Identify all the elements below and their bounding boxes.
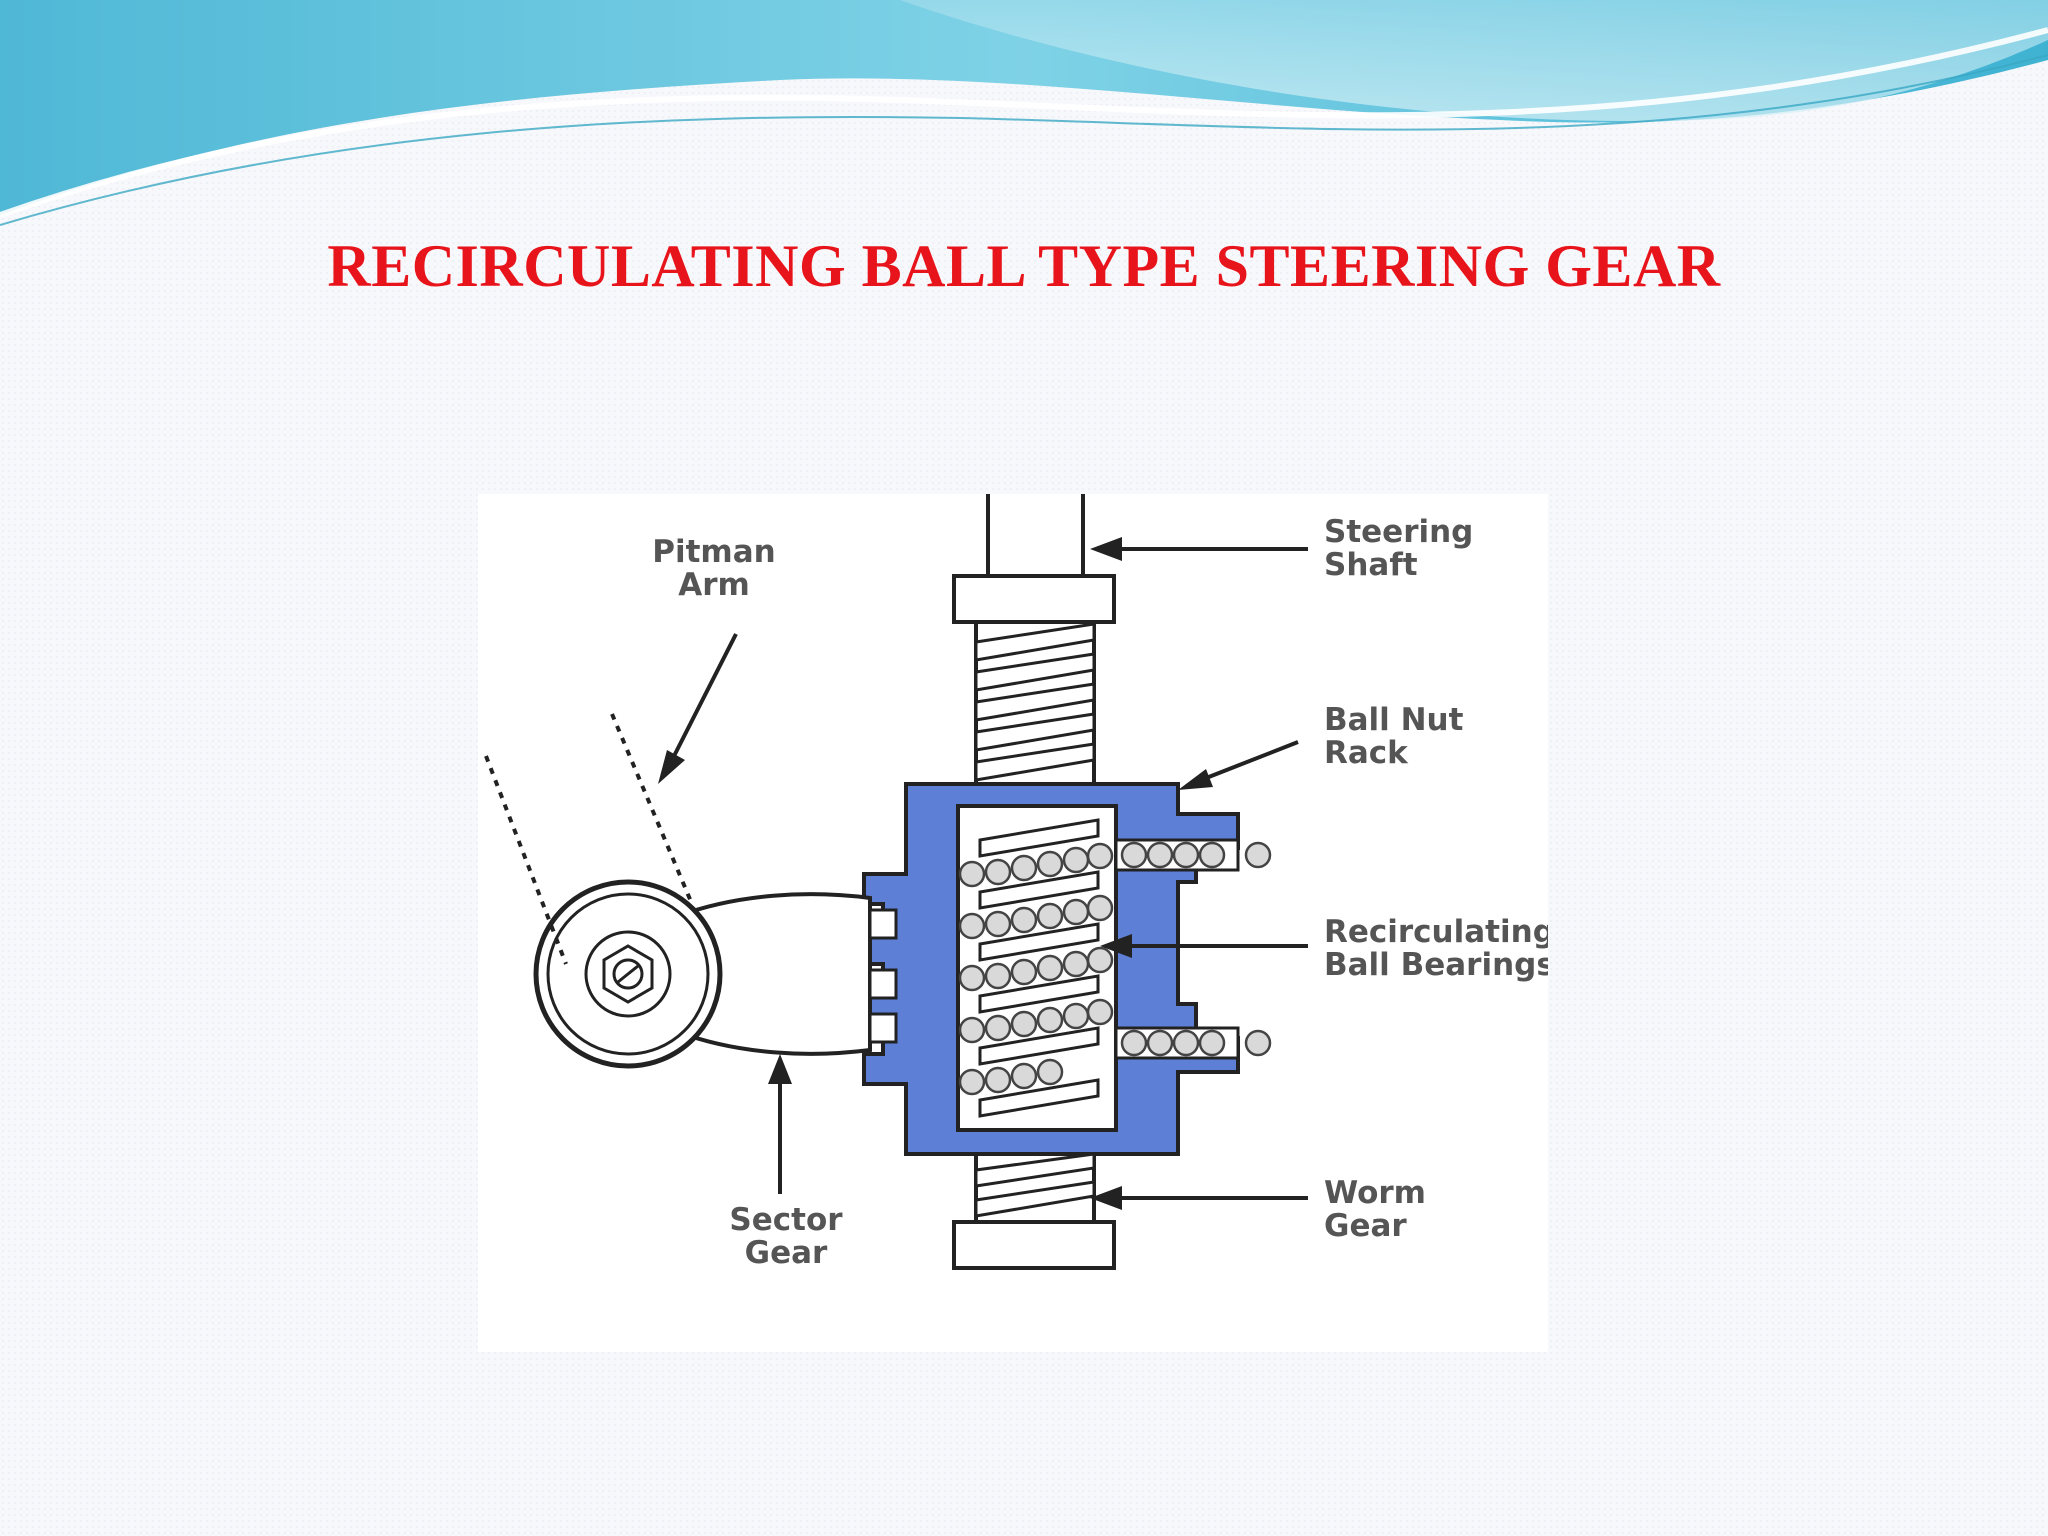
recirculating-ball-bearings: [958, 841, 1272, 1096]
upper-bearing-block: [952, 574, 1116, 624]
pitman-arm-pivot: [533, 879, 723, 1069]
ball-bearings-label-line1: Recirculating: [1324, 914, 1548, 950]
pitman-arm-label-line1: Pitman: [652, 534, 775, 570]
lower-bearing-block: [952, 1220, 1116, 1270]
sector-gear-label-line2: Gear: [745, 1235, 828, 1271]
leader-arrows: [658, 537, 1308, 1210]
steering-gear-diagram: Steering Shaft Pitman Arm Ball Nut Rack …: [478, 494, 1548, 1352]
slide-title: RECIRCULATING BALL TYPE STEERING GEAR: [327, 233, 1721, 299]
ball-nut-rack-label-line1: Ball Nut: [1324, 702, 1464, 738]
sector-gear-label-line1: Sector: [729, 1202, 843, 1238]
steering-shaft-label-line2: Shaft: [1324, 547, 1418, 583]
worm-thread-inside-nut: [978, 818, 1100, 1118]
steering-shaft-label-line1: Steering: [1324, 514, 1473, 550]
sector-gear: [676, 892, 898, 1056]
header-wave-decoration: [0, 0, 2048, 226]
pitman-swing-line-outer: [484, 755, 568, 965]
pitman-swing-line-inner: [610, 713, 694, 905]
pitman-arm-label-line2: Arm: [678, 567, 750, 603]
ball-nut-rack-label-line2: Rack: [1324, 735, 1409, 771]
worm-gear-label-line2: Gear: [1324, 1208, 1407, 1244]
worm-upper-section: [974, 622, 1096, 784]
worm-lower-section: [974, 1152, 1096, 1222]
ball-bearings-label-line2: Ball Bearings: [1324, 947, 1548, 983]
worm-gear-label-line1: Worm: [1324, 1175, 1426, 1211]
